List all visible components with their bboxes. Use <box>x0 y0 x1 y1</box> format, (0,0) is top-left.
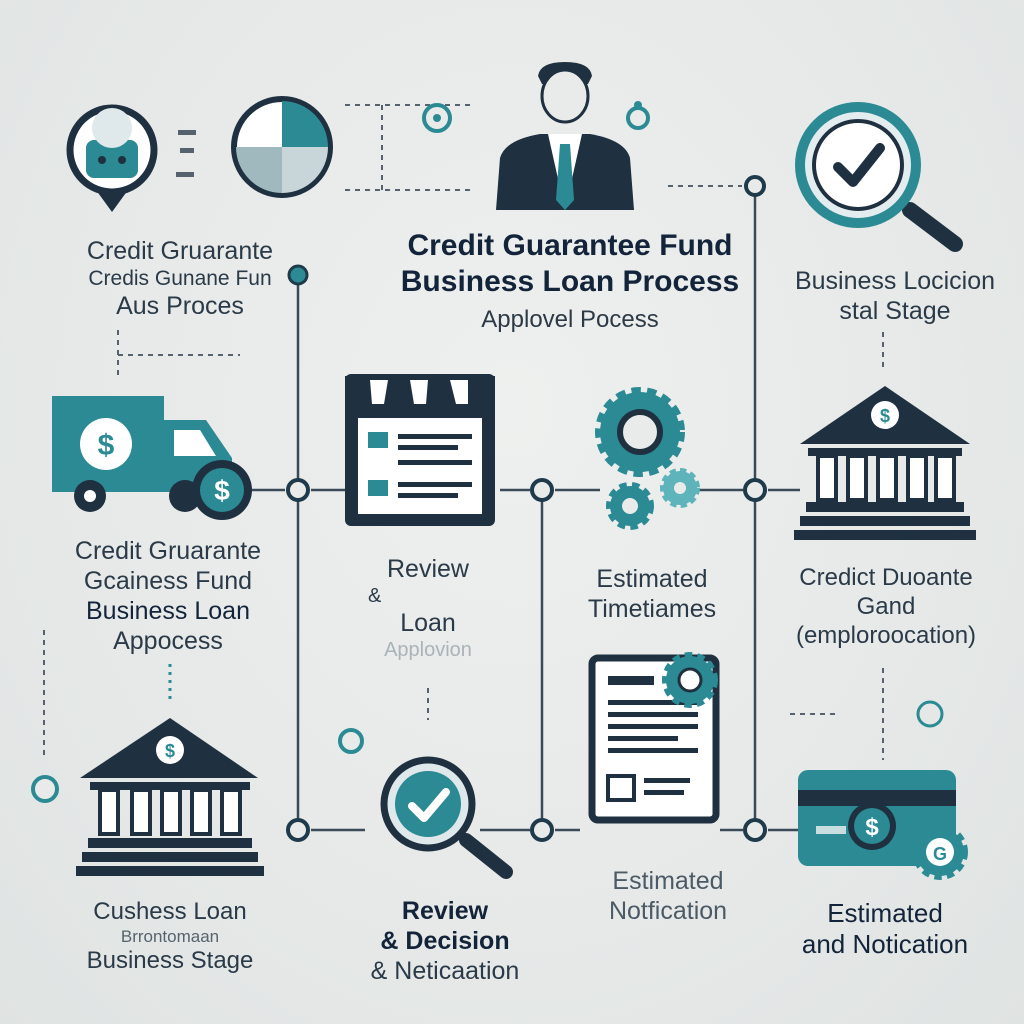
node <box>743 818 767 842</box>
location-marker-icon <box>31 101 944 803</box>
svg-text:$: $ <box>98 429 115 462</box>
connector-lines <box>232 186 800 832</box>
label-bottom-right: Estimated and Notication <box>770 898 1000 960</box>
label-bottom-left: Cushess Loan Brrontomaan Business Stage <box>50 898 290 976</box>
node <box>530 478 554 502</box>
label-line: Estimated <box>596 565 708 593</box>
label-line: Estimated <box>827 898 943 928</box>
magnifier-check-icon <box>380 756 513 879</box>
node <box>743 478 767 502</box>
svg-text:$: $ <box>165 741 175 761</box>
title-line-2: Business Loan Process <box>400 265 740 298</box>
label-bottom-right-center: Estimated Notfication <box>568 866 768 926</box>
bank-icon: $ <box>794 386 976 540</box>
label-line: Gcainess Fund <box>83 567 253 595</box>
label-line: Credit Gruarante <box>74 537 262 565</box>
label-bottom-center: Review & Decision & Neticaation <box>330 896 560 986</box>
label-line: & <box>368 585 382 607</box>
label-line: Credict Duoante <box>799 564 973 591</box>
svg-text:$: $ <box>865 814 879 841</box>
pie-chart-icon <box>231 96 333 198</box>
label-line: Review <box>387 555 469 583</box>
label-line: Estimated <box>612 867 724 895</box>
node <box>287 264 309 286</box>
label-line: Business Locicion <box>794 267 996 295</box>
node <box>286 478 310 502</box>
label-line: Gand <box>856 592 916 620</box>
label-line: Loan <box>400 609 456 637</box>
label-line: stal Stage <box>839 297 951 325</box>
label-line: & Decision <box>380 927 510 955</box>
label-mid-right: Credict Duoante Gand (emploroocation) <box>768 564 1004 650</box>
storefront-form-icon <box>345 374 495 526</box>
gears-icon <box>595 387 700 530</box>
label-line: Cushess Loan <box>93 898 247 925</box>
label-line: (emploroocation) <box>795 621 977 649</box>
dollar-coin-icon: $ <box>192 460 252 520</box>
title-line-1: Credit Guarantee Fund <box>407 229 733 262</box>
label-top-right: Business Locicion stal Stage <box>775 266 1015 326</box>
label-line: Business Stage <box>86 947 254 975</box>
label-top-left: Credit Gruarante Credis Gunane Fun Aus P… <box>60 236 300 321</box>
label-line: & Neticaation <box>370 957 520 985</box>
label-line: Brrontomaan <box>120 926 220 946</box>
label-line: Applovion <box>384 639 472 661</box>
label-line: Review <box>401 897 489 925</box>
svg-text:G: G <box>933 844 947 864</box>
label-line: Appocess <box>113 627 223 655</box>
svg-text:$: $ <box>880 406 890 426</box>
title-line-3: Applovel Pocess <box>481 306 659 333</box>
label-line: Credis Gunane Fun <box>88 267 272 290</box>
businessman-icon <box>496 62 634 210</box>
label-line: Aus Proces <box>116 292 244 321</box>
credit-card-icon: $ G <box>798 770 968 880</box>
small-dots <box>176 130 196 177</box>
map-pin-icon <box>66 104 158 212</box>
magnifier-check-icon <box>795 102 963 252</box>
label-line: and Notication <box>801 929 969 960</box>
document-gear-icon <box>588 652 720 824</box>
label-line: Timetiames <box>587 595 717 623</box>
label-mid-left: Credit Gruarante Gcainess Fund Business … <box>48 536 288 656</box>
svg-text:$: $ <box>214 475 230 506</box>
label-mid-right-center: Estimated Timetiames <box>552 564 752 624</box>
junction-nodes <box>286 175 767 842</box>
diagram-title: Credit Guarantee Fund Business Loan Proc… <box>390 228 750 335</box>
label-line: Credit Gruarante <box>86 237 274 265</box>
bank-icon: $ <box>76 718 264 876</box>
node <box>286 818 310 842</box>
label-mid-center: Review & Loan Applovion <box>318 554 538 662</box>
label-line: Business Loan <box>85 597 250 625</box>
node <box>530 818 554 842</box>
node <box>744 175 766 197</box>
dashed-connectors <box>43 104 884 760</box>
label-line: Notfication <box>608 897 728 925</box>
